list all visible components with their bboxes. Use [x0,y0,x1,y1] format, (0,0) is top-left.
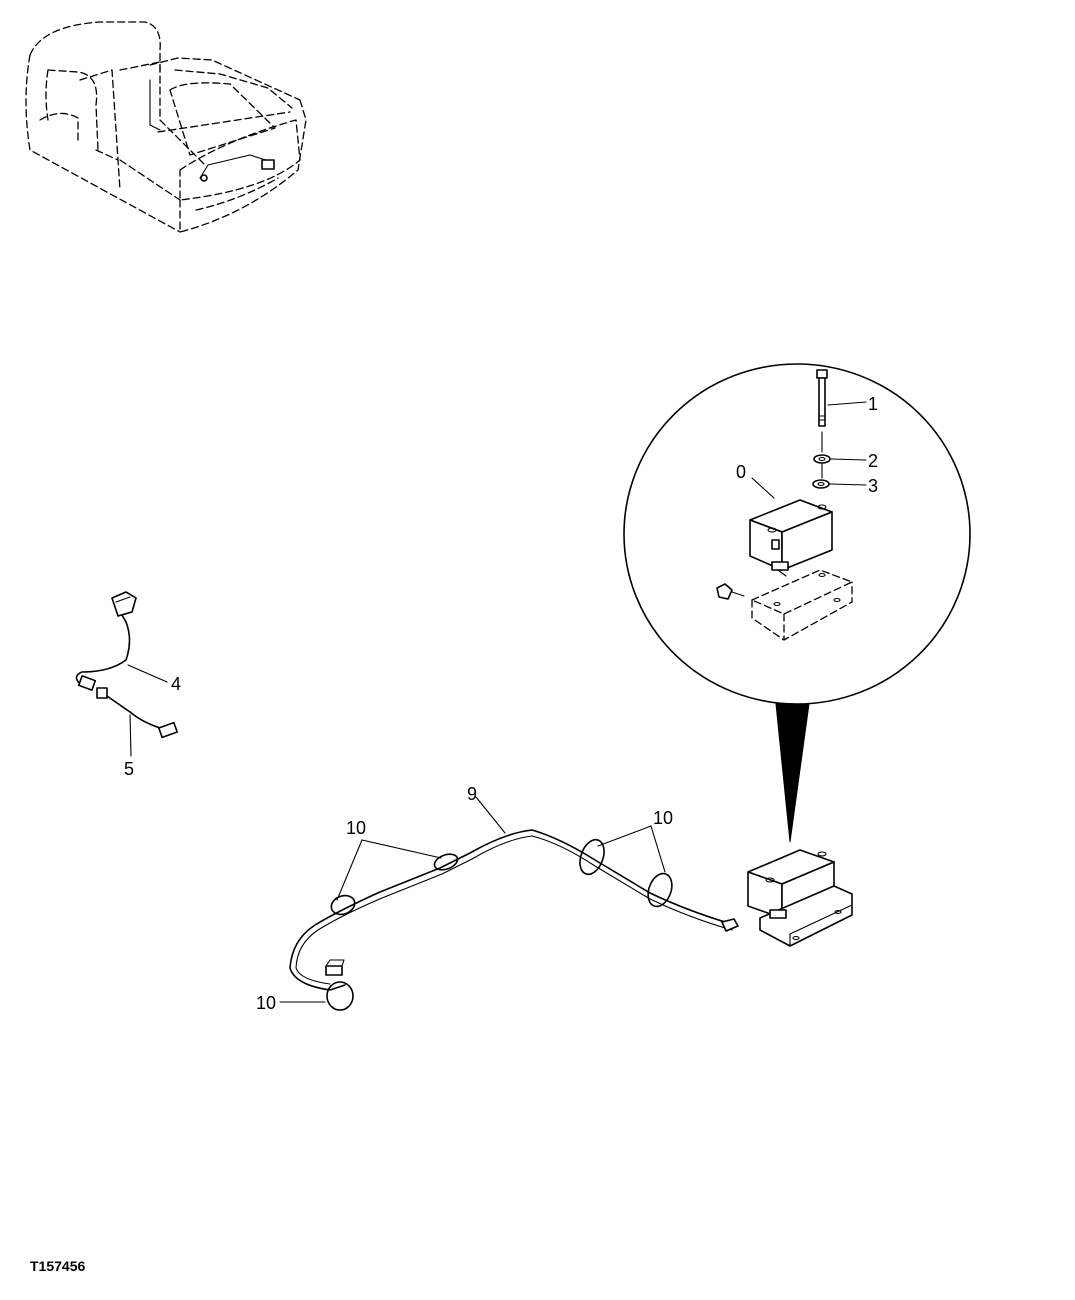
harness-4 [75,591,137,691]
harness-5 [96,687,179,739]
callout-10-left: 10 [346,818,366,838]
leader-2 [830,458,867,461]
callout-10-right: 10 [653,808,673,828]
leader-3 [829,483,867,486]
leader-5 [129,714,132,757]
callout-3: 3 [868,476,878,496]
callout-1: 1 [868,394,878,414]
detail-view-circle [623,363,971,843]
figure-id: T157456 [30,1258,85,1274]
callout-9: 9 [467,784,477,804]
callout-2: 2 [868,451,878,471]
leader-10-right-b [650,825,666,873]
main-harness [289,829,739,991]
controller-detail [749,499,833,577]
callout-10-bottom: 10 [256,993,276,1013]
leader-9 [475,796,506,834]
cap-screw [816,369,828,453]
excavator-location-view [25,21,307,233]
controller-main [747,849,853,947]
leader-1 [827,401,867,406]
detail-pointer [775,703,810,843]
leader-10-right-a [597,825,652,847]
washers [812,454,831,489]
leader-10-left-b [361,839,442,859]
mounting-bracket-detail [751,569,853,641]
callout-4: 4 [171,674,181,694]
leader-0 [751,477,775,499]
leader-4 [127,664,168,683]
harness-clamps [326,838,673,1011]
clip-detail [716,583,745,600]
leader-10-left-a [336,839,363,901]
callout-5: 5 [124,759,134,779]
callout-0: 0 [736,462,746,482]
